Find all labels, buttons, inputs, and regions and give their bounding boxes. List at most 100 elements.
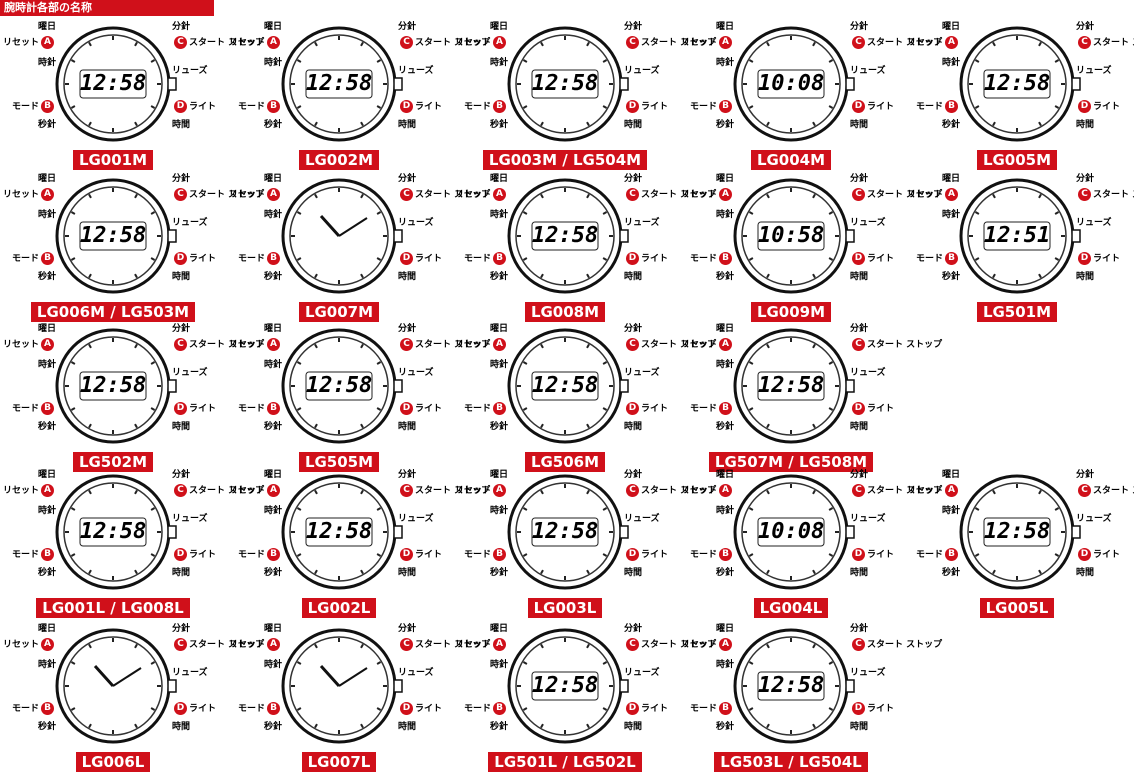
callout-label: 秒針 [942,272,960,282]
callout-text: リューズ [398,514,434,524]
callout-label: 秒針 [264,568,282,578]
callout-label: リセットA [229,484,282,497]
button-badge-d: D [174,100,187,113]
callout-label: リセットA [455,338,508,351]
watch-diagram: 12:58曜日リセットA時針モードB秒針分針Cスタート ストップリューズDライト… [452,618,678,772]
callout-text: リセット [229,640,265,650]
callout-text: 時間 [624,422,642,432]
callout-text: 分針 [398,624,416,634]
callout-label: 秒針 [490,568,508,578]
callout-text: 秒針 [716,568,734,578]
callout-text: モード [238,404,265,414]
callout-text: ライト [1093,254,1120,264]
watch-diagram: 12:58曜日リセットA時針モードB秒針分針Cスタート ストップリューズDライト… [0,168,226,322]
button-badge-b: B [267,548,280,561]
callout-text: 曜日 [38,174,56,184]
callout-label: Cスタート ストップ [850,638,942,651]
button-badge-c: C [852,638,865,651]
callout-label: リセットA [3,36,56,49]
callout-label: リセットA [907,188,960,201]
callout-text: リセット [229,486,265,496]
callout-label: 秒針 [716,568,734,578]
button-badge-b: B [493,702,506,715]
callout-text: リセット [681,38,717,48]
callout-text: モード [690,254,717,264]
watch-diagram: 12:58曜日リセットA時針モードB秒針分針Cスタート ストップリューズDライト… [226,464,452,618]
callout-text: 分針 [1076,174,1094,184]
callout-text: 分針 [172,174,190,184]
callout-text: 秒針 [490,722,508,732]
button-badge-b: B [719,548,732,561]
button-badge-d: D [1078,252,1091,265]
model-label: LG004M [751,150,831,170]
callout-label: 分針 [1076,174,1094,184]
callout-label: 時間 [624,422,642,432]
callout-label: Dライト [624,100,668,113]
callout-label: リューズ [172,368,208,378]
model-label: LG005L [980,598,1055,618]
watch-diagram: 12:58曜日リセットA時針モードB秒針分針Cスタート ストップリューズDライト… [452,16,678,170]
callout-label: Dライト [1076,100,1120,113]
callout-label: リューズ [850,668,886,678]
callout-text: ライト [415,404,442,414]
callout-label: リセットA [455,36,508,49]
callout-label: 時間 [624,722,642,732]
callout-text: ライト [189,550,216,560]
callout-label: 秒針 [38,568,56,578]
callout-text: 時間 [398,120,416,130]
callout-text: ライト [1093,550,1120,560]
button-badge-d: D [626,252,639,265]
callout-text: 秒針 [490,120,508,130]
callout-text: ライト [641,102,668,112]
button-badge-a: A [41,188,54,201]
button-badge-c: C [852,188,865,201]
callout-text: 分針 [624,470,642,480]
callout-label: 曜日 [38,470,56,480]
callout-label: 曜日 [716,174,734,184]
callout-label: リューズ [172,514,208,524]
watch-diagram: 12:58曜日リセットA時針モードB秒針分針Cスタート ストップリューズDライト… [226,318,452,472]
callout-label: Cスタート ストップ [1076,36,1134,49]
button-badge-d: D [626,702,639,715]
callout-label: 分針 [624,22,642,32]
digital-display: 12:58 [80,518,146,546]
callout-text: 時針 [264,360,282,370]
digital-display: 12:58 [532,70,598,98]
callout-label: 曜日 [716,470,734,480]
button-badge-c: C [626,638,639,651]
callout-text: 秒針 [38,722,56,732]
button-badge-d: D [400,100,413,113]
callout-label: モードB [464,252,508,265]
callout-text: リセット [229,38,265,48]
callout-label: リューズ [398,66,434,76]
button-badge-d: D [626,100,639,113]
button-badge-a: A [493,638,506,651]
callout-text: 時間 [850,422,868,432]
callout-text: リセット [455,190,491,200]
button-badge-b: B [41,252,54,265]
callout-label: リューズ [624,668,660,678]
callout-text: リューズ [1076,218,1112,228]
button-badge-b: B [267,402,280,415]
callout-label: 秒針 [264,422,282,432]
callout-text: ライト [1093,102,1120,112]
callout-label: Dライト [624,548,668,561]
watch-diagram: 12:58曜日リセットA時針モードB秒針分針Cスタート ストップリューズDライト… [452,168,678,322]
button-badge-d: D [400,548,413,561]
callout-text: リューズ [172,66,208,76]
callout-text: 分針 [1076,470,1094,480]
button-badge-a: A [41,338,54,351]
callout-text: ライト [641,550,668,560]
callout-text: 時針 [38,58,56,68]
callout-text: 分針 [624,22,642,32]
callout-label: 時間 [398,272,416,282]
callout-text: 秒針 [38,568,56,578]
callout-text: 曜日 [38,324,56,334]
callout-label: 時針 [490,210,508,220]
digital-display: 10:58 [758,222,824,250]
callout-text: 時針 [264,210,282,220]
button-badge-a: A [267,638,280,651]
